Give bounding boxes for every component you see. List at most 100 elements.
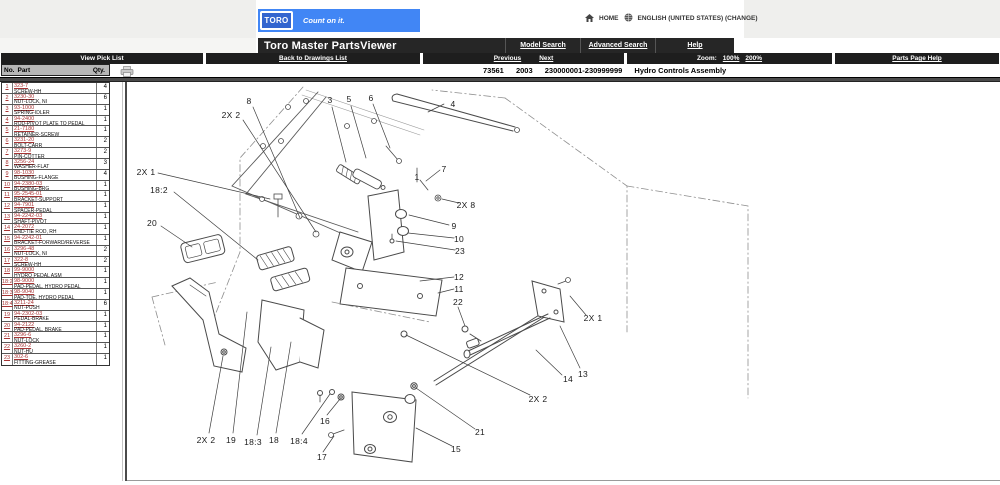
nav-view-pick-list-label[interactable]: View Pick List: [80, 55, 124, 62]
part-qty: 1: [103, 279, 107, 286]
part-no-link[interactable]: 14: [2, 223, 13, 234]
nav-next-link[interactable]: Next: [539, 55, 554, 62]
panel-divider-dark: [125, 82, 127, 481]
nav-parts-page-help-label[interactable]: Parts Page Help: [892, 55, 942, 62]
part-description: WASHER-FLAT: [14, 164, 50, 169]
breadcrumb-assembly: Hydro Controls Assembly: [634, 66, 727, 75]
part-no-link[interactable]: 20: [2, 321, 13, 332]
part-number-link[interactable]: 3296-6: [14, 332, 32, 339]
part-number-link[interactable]: 3256-24: [14, 158, 35, 165]
part-no-link[interactable]: 22: [2, 343, 13, 354]
part-number-link[interactable]: 98-9040: [14, 289, 35, 296]
top-left-gray-panel: [0, 0, 256, 38]
nav-zoom-200-link[interactable]: 200%: [745, 55, 763, 62]
col-header-no: No.: [4, 66, 15, 74]
part-no-link[interactable]: 13: [2, 213, 13, 223]
part-no-link[interactable]: 15: [2, 234, 13, 245]
part-number-link[interactable]: 3211-24: [14, 299, 34, 306]
part-number-link[interactable]: 24-2072: [14, 223, 35, 230]
part-qty: 2: [103, 138, 107, 145]
part-no-link[interactable]: 19: [2, 310, 13, 321]
part-no-link[interactable]: 21: [2, 332, 13, 343]
part-qty: 1: [103, 268, 107, 275]
part-no-link[interactable]: 5: [2, 126, 13, 137]
app-title: Toro Master PartsViewer: [264, 39, 397, 52]
part-no-link[interactable]: 7: [2, 148, 13, 158]
title-bar: Toro Master PartsViewer Model Search Adv…: [258, 38, 734, 53]
part-no-link[interactable]: 18: [2, 267, 13, 278]
part-number-link[interactable]: 95-2545-01: [14, 191, 43, 198]
printer-icon[interactable]: [120, 64, 134, 77]
part-no-link[interactable]: 6: [2, 137, 13, 148]
part-no-link[interactable]: 2: [2, 93, 13, 104]
part-number-link[interactable]: 94-2380-03: [14, 180, 43, 187]
nav-zoom-100-link[interactable]: 100%: [722, 55, 740, 62]
part-no-link[interactable]: 3: [2, 104, 13, 115]
part-number-link[interactable]: 322-8: [14, 256, 29, 263]
nav-parts-page-help[interactable]: Parts Page Help: [835, 53, 999, 64]
part-number-link[interactable]: 94-2400: [14, 115, 35, 122]
part-number-link[interactable]: 94-2122: [14, 321, 35, 328]
part-no-link[interactable]: 11: [2, 191, 13, 202]
part-no-link[interactable]: 12: [2, 202, 13, 213]
part-number-link[interactable]: 94-2302-03: [14, 310, 43, 317]
part-number-link[interactable]: 98-9000: [14, 278, 35, 285]
part-number-link[interactable]: 3260-2: [14, 343, 32, 350]
nav-prev-next: Previous Next: [423, 53, 624, 64]
part-number-link[interactable]: 323-7: [14, 83, 29, 89]
part-no-link[interactable]: 17: [2, 256, 13, 267]
part-number-link[interactable]: 3296-48: [14, 245, 35, 252]
nav-previous-link[interactable]: Previous: [493, 55, 522, 62]
nav-view-pick-list[interactable]: View Pick List: [1, 53, 203, 64]
part-no-link[interactable]: 18:3: [2, 289, 13, 299]
part-no-link[interactable]: 1: [2, 83, 13, 93]
part-no-link[interactable]: 23: [2, 354, 13, 365]
part-no-link[interactable]: 18:2: [2, 278, 13, 289]
menu-model-search[interactable]: Model Search: [505, 38, 580, 53]
nav-back-to-drawings-label[interactable]: Back to Drawings List: [279, 55, 347, 62]
part-no-link[interactable]: 10: [2, 180, 13, 191]
part-description: SCREW-HH: [14, 262, 42, 267]
home-link[interactable]: HOME: [599, 15, 619, 22]
part-number-link[interactable]: 93-1000: [14, 104, 35, 111]
part-description: PAD-TOE, HYDRO PEDAL: [14, 294, 75, 299]
part-no-link[interactable]: 4: [2, 115, 13, 126]
part-no-link[interactable]: 8: [2, 158, 13, 169]
part-no-link[interactable]: 9: [2, 169, 13, 180]
part-number-link[interactable]: 94-2242-01: [14, 234, 43, 241]
part-qty: 1: [103, 355, 107, 362]
part-number-link[interactable]: 3231-20: [14, 137, 35, 144]
part-description: SPRING-IDLER: [14, 110, 50, 115]
part-number-link[interactable]: 94-7901: [14, 202, 35, 209]
part-number-link[interactable]: 94-2242-03: [14, 213, 43, 220]
part-number-link[interactable]: 302-6: [14, 354, 29, 361]
pivot-rod: [231, 91, 359, 239]
menu-advanced-search[interactable]: Advanced Search: [580, 38, 655, 53]
part-number-link[interactable]: 3273-9: [14, 148, 32, 155]
part-number-link[interactable]: 21-7180: [14, 126, 35, 133]
part-number-link[interactable]: 99-9000: [14, 267, 35, 274]
part-number-link[interactable]: 98-1030: [14, 169, 35, 176]
part-description: SCREW-HH: [14, 88, 42, 93]
part-no-link[interactable]: 16: [2, 245, 13, 256]
part-number-link[interactable]: 3230-30: [14, 93, 35, 100]
menu-help[interactable]: Help: [655, 38, 734, 53]
language-link[interactable]: ENGLISH (UNITED STATES) (CHANGE): [637, 15, 758, 22]
part-qty: 3: [103, 159, 107, 166]
part-qty: 1: [103, 192, 107, 199]
part-description: ROD-PIVOT PLATE TO PEDAL: [14, 121, 85, 126]
nav-back-to-drawings[interactable]: Back to Drawings List: [206, 53, 420, 64]
part-no-link[interactable]: 18:4: [2, 299, 13, 310]
part-description: SPACER-PEDAL: [14, 207, 53, 213]
